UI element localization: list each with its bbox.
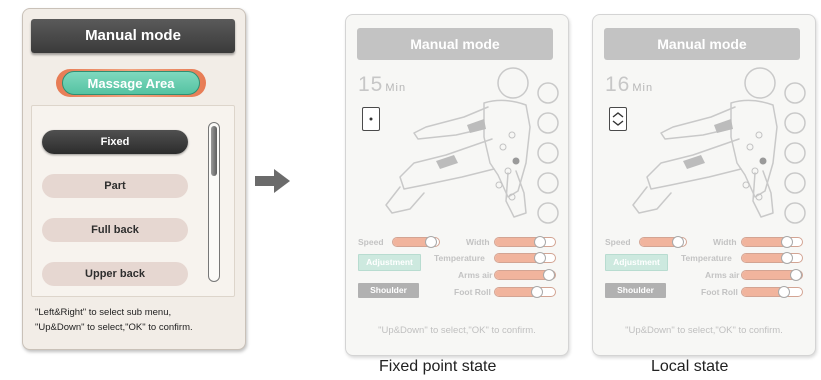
speed-knob[interactable] xyxy=(425,236,437,248)
screen-title: Manual mode xyxy=(357,28,553,60)
arms-air-label: Arms air xyxy=(458,270,493,280)
massage-area-label: Massage Area xyxy=(62,71,200,95)
screen-footer-hint: "Up&Down" to select,"OK" to confirm. xyxy=(625,325,783,336)
list-scrollbar[interactable] xyxy=(208,122,220,282)
shoulder-button[interactable]: Shoulder xyxy=(605,283,666,298)
temperature-knob[interactable] xyxy=(781,252,793,264)
timer-value: 16 xyxy=(605,73,631,96)
speed-knob[interactable] xyxy=(672,236,684,248)
list-item-fixed[interactable]: Fixed xyxy=(42,130,188,154)
speed-label: Speed xyxy=(358,237,384,247)
arms-air-knob[interactable] xyxy=(543,269,555,281)
foot-roll-fill xyxy=(742,288,784,296)
foot-roll-knob[interactable] xyxy=(531,286,543,298)
hint-line-1: "Left&Right" to select sub menu, xyxy=(35,307,172,318)
arrow-shaft xyxy=(255,176,275,186)
arms-air-label: Arms air xyxy=(705,270,740,280)
speed-fill xyxy=(640,238,678,246)
caption-fixed-point: Fixed point state xyxy=(379,358,497,375)
fixed-point-icon xyxy=(362,107,380,131)
scrollbar-thumb[interactable] xyxy=(211,126,217,176)
list-item-full-back[interactable]: Full back xyxy=(42,218,188,242)
arrow-right-icon xyxy=(274,169,290,193)
temperature-slider[interactable] xyxy=(494,252,556,264)
shoulder-button[interactable]: Shoulder xyxy=(358,283,419,298)
width-fill xyxy=(742,238,787,246)
timer-unit: Min xyxy=(632,82,654,94)
body-figure-icon xyxy=(632,67,806,224)
timer-value: 15 xyxy=(358,73,384,96)
local-range-icon xyxy=(609,107,627,131)
timer-unit: Min xyxy=(385,82,407,94)
arms-air-fill xyxy=(742,271,802,279)
arms-air-slider[interactable] xyxy=(494,269,556,281)
foot-roll-slider[interactable] xyxy=(494,286,556,298)
screen-footer-hint: "Up&Down" to select,"OK" to confirm. xyxy=(378,325,536,336)
speed-slider[interactable] xyxy=(392,236,440,248)
list-item-part[interactable]: Part xyxy=(42,174,188,198)
foot-roll-label: Foot Roll xyxy=(454,287,491,297)
foot-roll-label: Foot Roll xyxy=(701,287,738,297)
foot-roll-slider[interactable] xyxy=(741,286,803,298)
width-slider[interactable] xyxy=(494,236,556,248)
width-slider[interactable] xyxy=(741,236,803,248)
foot-roll-fill xyxy=(495,288,537,296)
temperature-fill xyxy=(495,254,540,262)
hint-line-2: "Up&Down" to select,"OK" to confirm. xyxy=(35,322,193,333)
speed-fill xyxy=(393,238,431,246)
screen-title: Manual mode xyxy=(604,28,800,60)
arms-air-knob[interactable] xyxy=(790,269,802,281)
temperature-label: Temperature xyxy=(681,253,732,263)
arms-air-fill xyxy=(495,271,555,279)
width-fill xyxy=(495,238,540,246)
list-item-upper-back[interactable]: Upper back xyxy=(42,262,188,286)
temperature-label: Temperature xyxy=(434,253,485,263)
width-knob[interactable] xyxy=(781,236,793,248)
temperature-fill xyxy=(742,254,787,262)
adjustment-button[interactable]: Adjustment xyxy=(605,254,668,271)
width-knob[interactable] xyxy=(534,236,546,248)
temperature-slider[interactable] xyxy=(741,252,803,264)
body-figure-icon xyxy=(385,67,559,224)
width-label: Width xyxy=(713,237,737,247)
width-label: Width xyxy=(466,237,490,247)
speed-slider[interactable] xyxy=(639,236,687,248)
massage-area-button[interactable]: Massage Area xyxy=(56,69,206,97)
manual-mode-menu-panel: Manual mode Massage Area Fixed Part Full… xyxy=(22,8,246,350)
temperature-knob[interactable] xyxy=(534,252,546,264)
speed-label: Speed xyxy=(605,237,631,247)
caption-local: Local state xyxy=(651,358,729,375)
adjustment-button[interactable]: Adjustment xyxy=(358,254,421,271)
menu-title: Manual mode xyxy=(31,19,235,53)
arms-air-slider[interactable] xyxy=(741,269,803,281)
foot-roll-knob[interactable] xyxy=(778,286,790,298)
massage-area-list: Fixed Part Full back Upper back xyxy=(31,105,235,297)
